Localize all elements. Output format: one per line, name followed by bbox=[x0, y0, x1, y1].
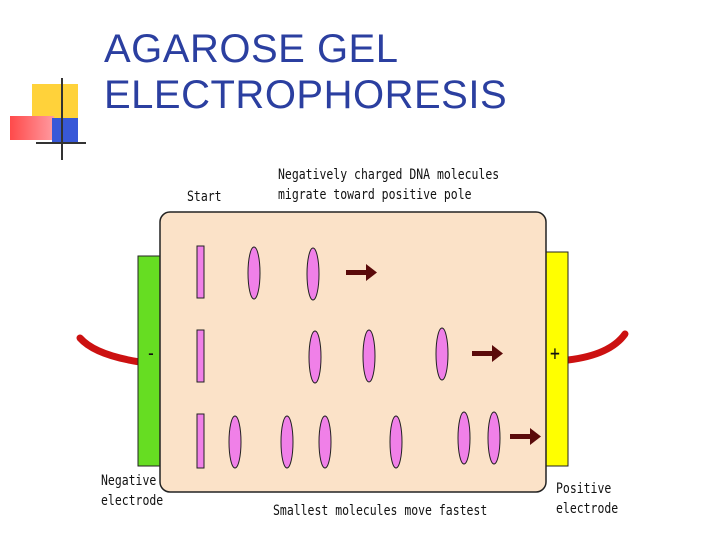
migrate-caption-line-2: migrate toward positive pole bbox=[278, 187, 472, 203]
negative-sign: - bbox=[146, 341, 156, 365]
arrow-icon bbox=[510, 428, 541, 445]
positive-electrode-label-1: Positive bbox=[556, 481, 612, 497]
migrate-caption-line-1: Negatively charged DNA molecules bbox=[278, 167, 500, 183]
band bbox=[318, 415, 332, 469]
band bbox=[228, 415, 242, 469]
page-title: AGAROSE GEL ELECTROPHORESIS bbox=[104, 26, 507, 118]
title-line-1: AGAROSE GEL bbox=[104, 27, 399, 71]
start-label: Start bbox=[187, 189, 222, 205]
band-well bbox=[196, 245, 205, 299]
bottom-caption: Smallest molecules move fastest bbox=[273, 503, 488, 519]
positive-wire bbox=[564, 330, 629, 364]
arrow-icon bbox=[346, 264, 377, 281]
band bbox=[247, 246, 261, 300]
band bbox=[487, 411, 501, 465]
band bbox=[362, 329, 376, 383]
decor-blue-square bbox=[52, 118, 78, 144]
band bbox=[308, 330, 322, 384]
positive-sign: + bbox=[550, 341, 560, 365]
band bbox=[457, 411, 471, 465]
negative-wire bbox=[76, 334, 144, 366]
decor-vertical-line bbox=[61, 78, 63, 160]
negative-electrode-label-2: electrode bbox=[101, 493, 164, 509]
band bbox=[389, 415, 403, 469]
band bbox=[306, 247, 320, 301]
decor-red-square bbox=[10, 116, 54, 140]
arrow-icon bbox=[472, 345, 503, 362]
band bbox=[435, 327, 449, 381]
decor-horizontal-line bbox=[36, 142, 86, 144]
band bbox=[280, 415, 294, 469]
positive-electrode-label-2: electrode bbox=[556, 501, 619, 517]
band-well bbox=[196, 413, 205, 469]
band-well bbox=[196, 329, 205, 383]
title-line-2: ELECTROPHORESIS bbox=[104, 73, 508, 117]
negative-electrode-label-1: Negative bbox=[101, 473, 157, 489]
